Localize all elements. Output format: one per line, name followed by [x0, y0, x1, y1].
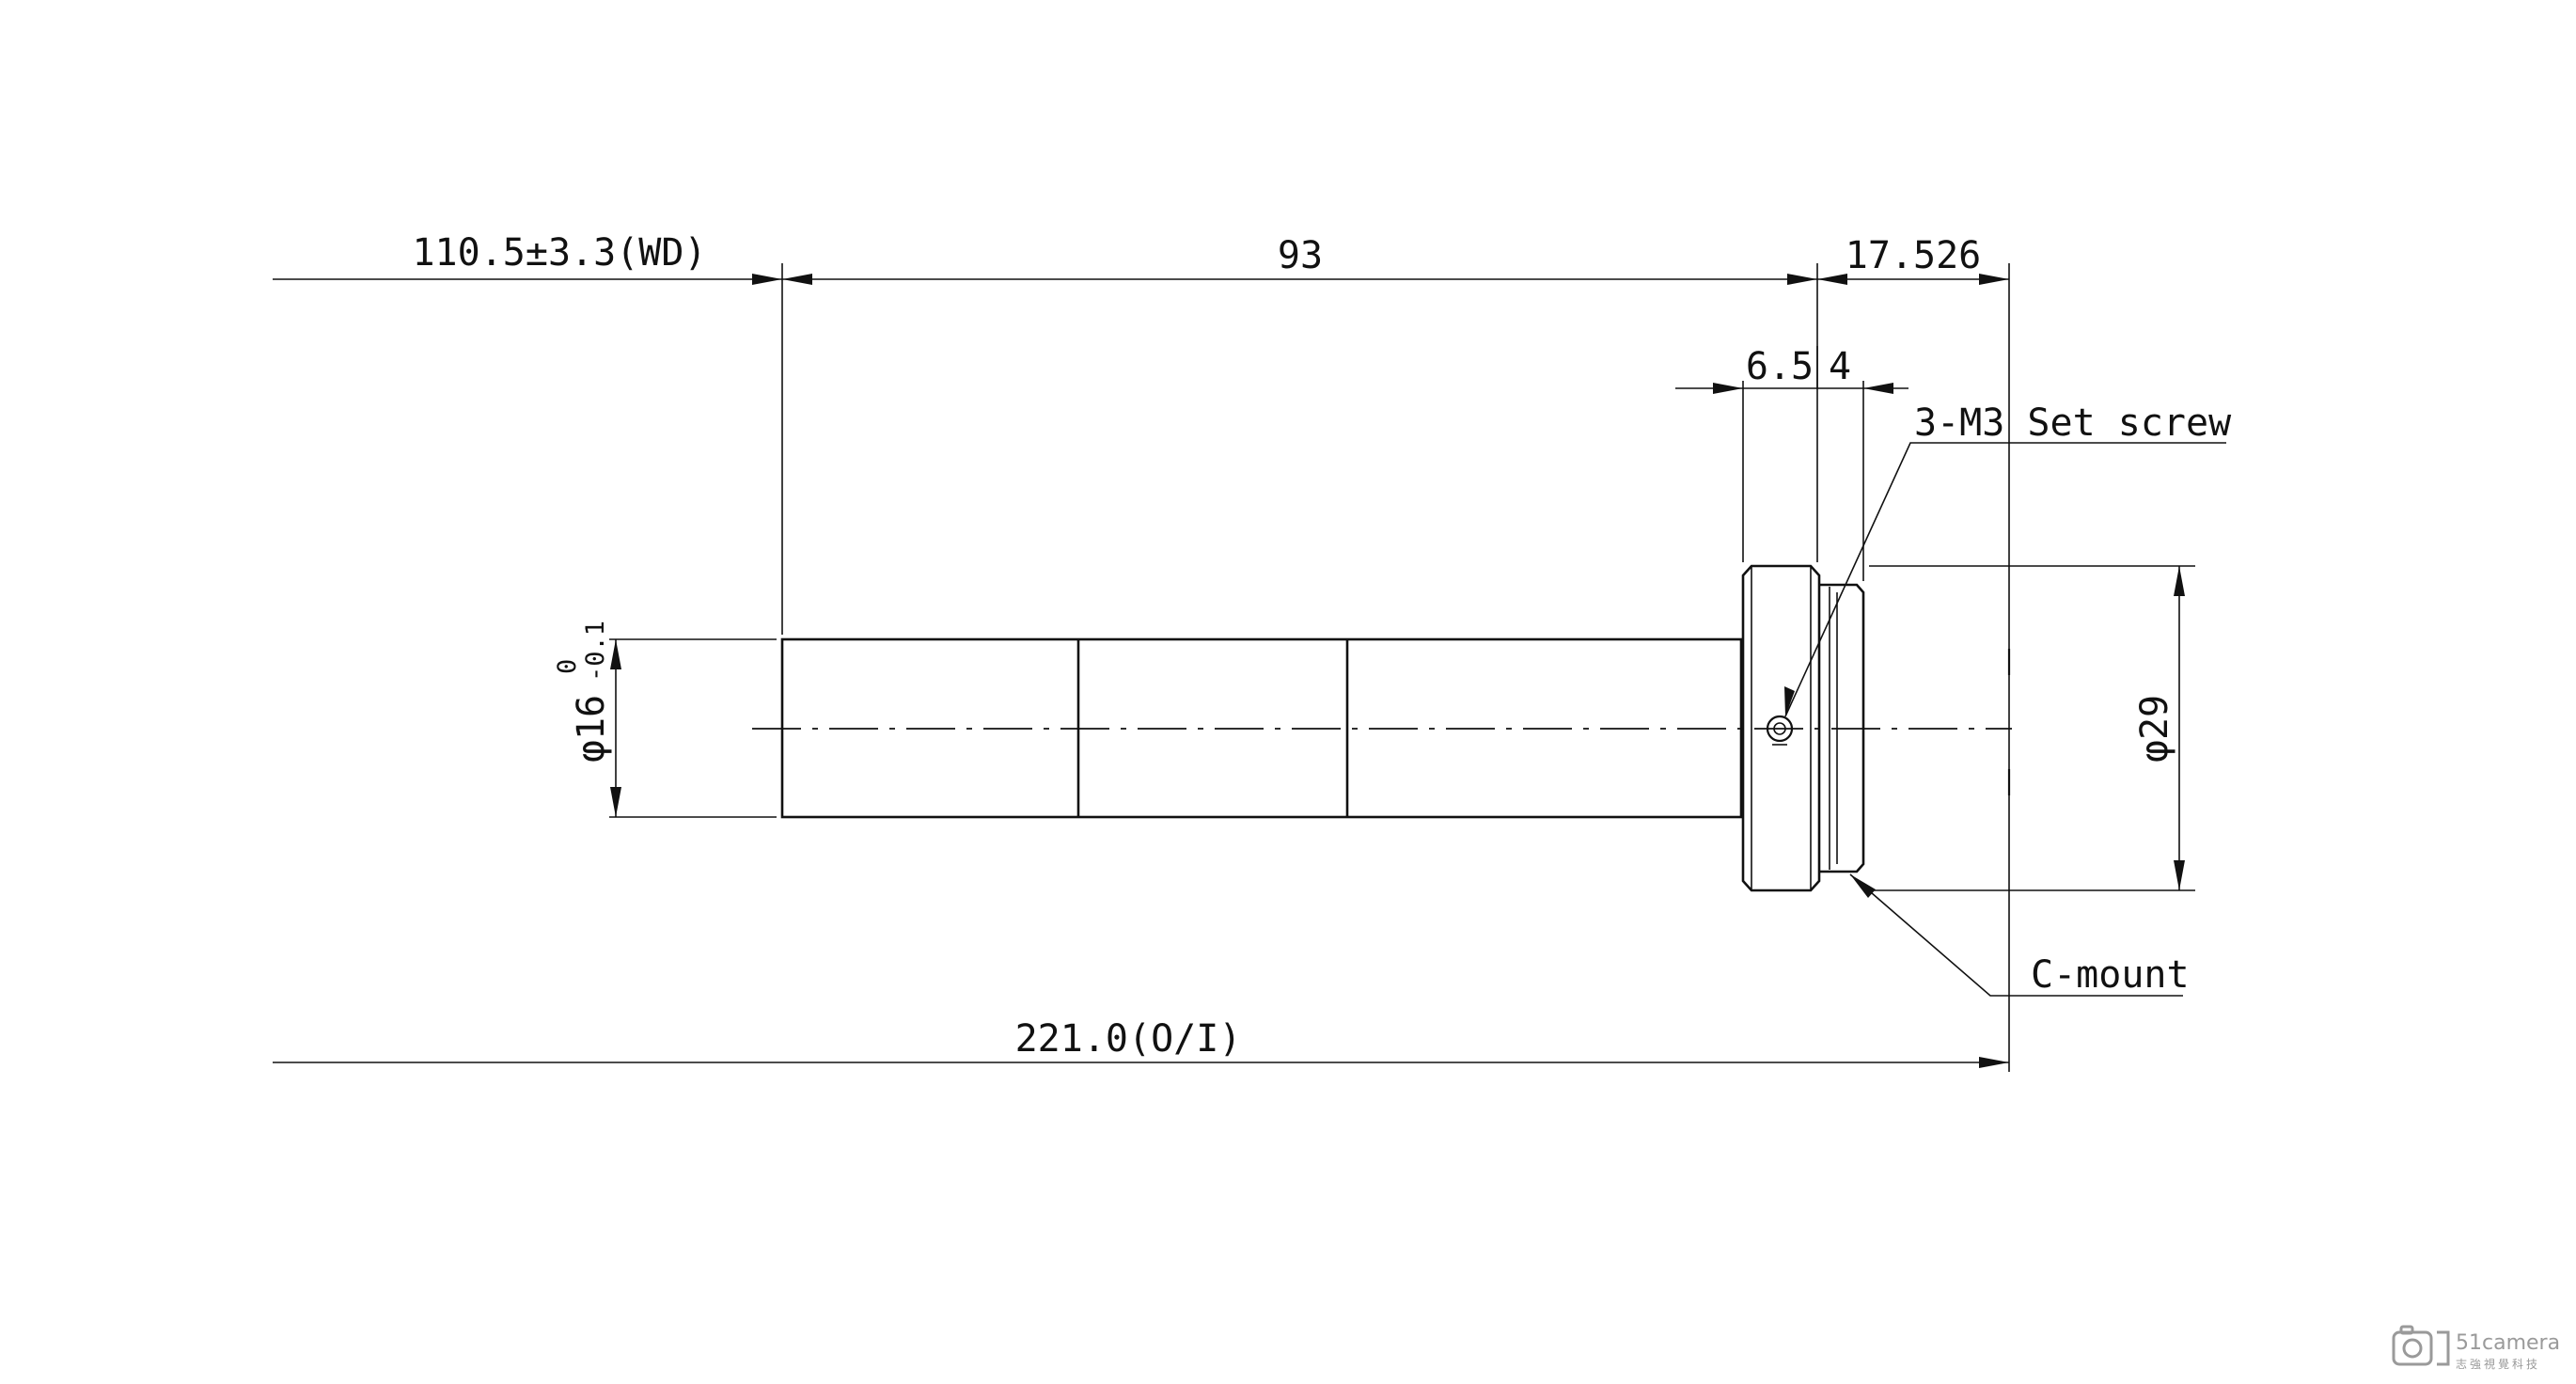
leader-lines	[1784, 442, 2226, 997]
watermark: 51camera 志強視覺科技	[2390, 1321, 2568, 1378]
barrel-diameter-upper-tolerance: 0	[553, 659, 582, 674]
arrowhead	[1784, 686, 1795, 716]
extension-lines	[609, 263, 2195, 1072]
arrowhead	[1817, 274, 1847, 285]
arrowhead	[1850, 874, 1876, 898]
arrowhead	[610, 639, 621, 669]
barrel-diameter-lower-tolerance: -0.1	[581, 621, 610, 682]
arrowhead	[782, 274, 812, 285]
camera-logo-icon	[2392, 1325, 2450, 1366]
arrowhead	[1979, 274, 2009, 285]
arrowhead	[610, 787, 621, 817]
arrowhead	[2174, 566, 2185, 596]
watermark-subtitle: 志強視覺科技	[2456, 1357, 2540, 1371]
lens-body	[752, 564, 2012, 892]
ring-width-label: 6.5	[1746, 345, 1814, 388]
arrowhead	[1863, 383, 1893, 394]
body-length-label: 93	[1278, 234, 1323, 277]
c-mount-leader	[1849, 873, 2183, 997]
arrowhead	[752, 274, 782, 285]
mount-diameter-text: φ29	[2133, 695, 2176, 763]
c-mount-callout: C-mount	[2031, 953, 2190, 997]
dimension-labels: 110.5±3.3(WD) 93 17.526 6.5 4 221.0(O/I)	[412, 231, 1981, 1061]
arrowhead	[1787, 274, 1817, 285]
watermark-brand: 51camera	[2456, 1331, 2560, 1355]
mount-diameter-label: φ29	[2133, 695, 2176, 763]
barrel-diameter-label: φ16 0 -0.1	[553, 621, 613, 763]
set-screw-leader	[1784, 442, 2226, 717]
set-screw-callout: 3-M3 Set screw	[1914, 401, 2232, 445]
working-distance-label: 110.5±3.3(WD)	[412, 231, 706, 275]
thread-width-label: 4	[1829, 345, 1851, 388]
arrowhead	[1713, 383, 1743, 394]
dimension-lines	[273, 274, 2185, 1068]
watermark-graphic: 51camera 志強視覺科技	[2392, 1325, 2560, 1371]
total-length-label: 221.0(O/I)	[1015, 1017, 1242, 1061]
barrel-diameter-symbol: φ16	[570, 695, 613, 763]
back-section-label: 17.526	[1846, 234, 1982, 277]
arrowhead	[1979, 1057, 2009, 1068]
arrowhead	[2174, 860, 2185, 890]
